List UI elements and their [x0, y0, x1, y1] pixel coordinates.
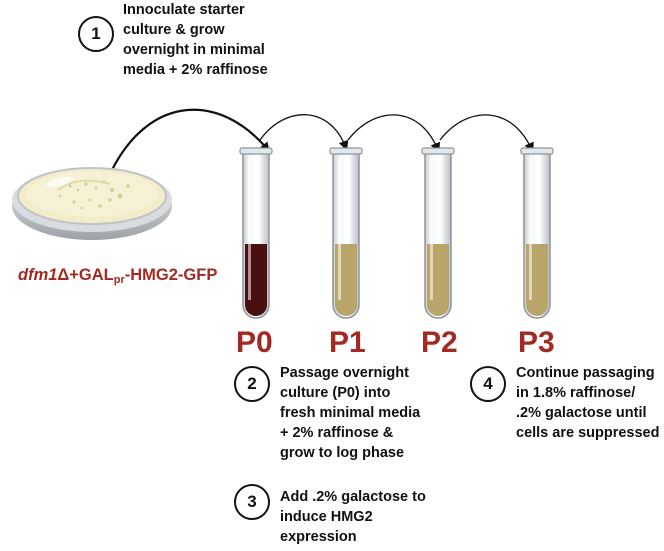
tube-label-p2: P2 [421, 326, 458, 359]
step-1-text: Innoculate starter culture & grow overni… [123, 0, 268, 80]
step-2-line: Passage overnight [280, 365, 409, 381]
strain-gene: dfm1 [18, 266, 58, 284]
step-1-line: overnight in minimal [123, 42, 265, 58]
step-4-line: .2% galactose until [516, 405, 647, 421]
step-3-line: expression [280, 529, 357, 545]
step-4-text: Continue passaging in 1.8% raffinose/ .2… [516, 363, 659, 443]
arrow-p2-to-p3 [439, 114, 534, 153]
step-2-line: culture (P0) into [280, 385, 391, 401]
strain-suffix: -HMG2-GFP [124, 266, 218, 284]
step-2-number-circle: 2 [234, 366, 270, 402]
step-3-number-circle: 3 [234, 484, 270, 520]
petri-dish-icon [12, 167, 172, 240]
step-2-line: grow to log phase [280, 445, 405, 461]
test-tube-icon [329, 147, 363, 319]
step-1-number: 1 [91, 24, 101, 43]
test-tube-icon [239, 147, 273, 319]
tube-label-p1: P1 [329, 326, 366, 359]
test-tube-icon [421, 147, 455, 319]
step-4-line: in 1.8% raffinose/ [516, 385, 636, 401]
arrow-p1-to-p2 [347, 114, 441, 153]
step-1-line: media + 2% raffinose [123, 62, 268, 78]
step-1-line: Innoculate starter [123, 2, 245, 18]
step-4-line: Continue passaging [516, 365, 655, 381]
test-tube-icon [520, 147, 554, 319]
step-3-line: induce HMG2 [280, 509, 373, 525]
arrow-p0-to-p1 [259, 114, 349, 151]
step-1-number-circle: 1 [78, 16, 114, 52]
tubes-group [239, 147, 554, 319]
step-4-number: 4 [483, 374, 493, 393]
step-4-number-circle: 4 [470, 366, 506, 402]
arrow-dish-to-p0 [111, 108, 270, 171]
step-2-line: fresh minimal media [280, 405, 421, 421]
strain-label: dfm1Δ+GALpr-HMG2-GFP [18, 266, 217, 286]
step-2-number: 2 [247, 374, 257, 393]
strain-delta: Δ [57, 266, 70, 284]
step-3-text: Add .2% galactose to induce HMG2 express… [280, 487, 426, 547]
strain-sub: pr [113, 274, 125, 286]
step-1-line: culture & grow [123, 22, 225, 38]
tube-label-p0: P0 [236, 326, 273, 359]
step-2-line: + 2% raffinose & [280, 425, 394, 441]
step-4-line: cells are suppressed [516, 425, 660, 441]
step-3-number: 3 [247, 492, 257, 511]
step-3-line: Add .2% galactose to [280, 489, 426, 505]
strain-gal: +GAL [69, 266, 114, 284]
tube-label-p3: P3 [518, 326, 555, 359]
step-2-text: Passage overnight culture (P0) into fres… [280, 363, 420, 463]
